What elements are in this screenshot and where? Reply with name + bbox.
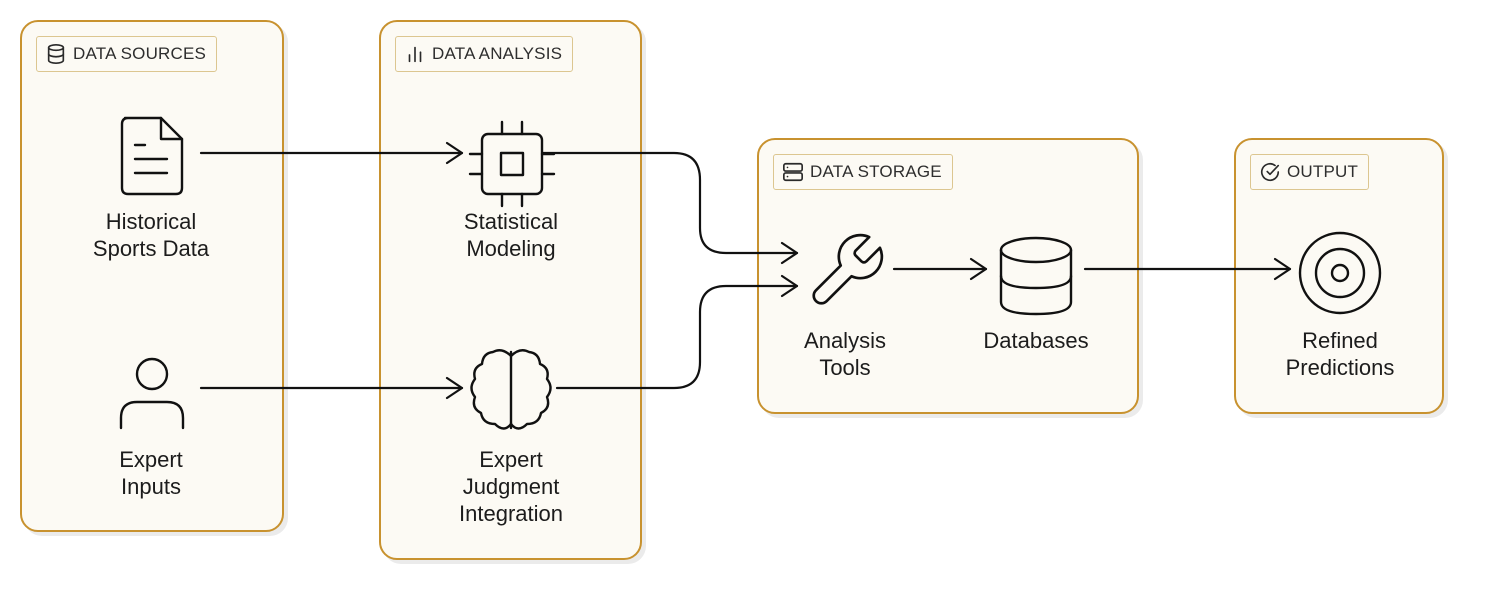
brain-icon — [470, 349, 552, 430]
group-badge-data-sources: DATA SOURCES — [36, 36, 218, 72]
node-label-databases: Databases — [983, 328, 1089, 353]
node-label-expert-judgment-integration: Expert Judgment Integration — [459, 447, 563, 526]
node-label-expert-inputs: Expert Inputs — [119, 447, 183, 499]
node-label-analysis-tools: Analysis Tools — [804, 328, 886, 380]
server-icon — [783, 162, 803, 182]
group-title-data-storage: DATA STORAGE — [810, 162, 942, 181]
bar-chart-icon — [408, 46, 422, 63]
edge-databases-to-predictions — [1083, 257, 1292, 281]
group-title-data-analysis: DATA ANALYSIS — [432, 44, 563, 63]
file-text-icon — [120, 116, 184, 196]
group-title-data-sources: DATA SOURCES — [73, 44, 207, 63]
wrench-icon — [812, 233, 884, 305]
group-output: OUTPUT — [1234, 138, 1444, 414]
edge-judgment-to-tools — [555, 274, 799, 390]
database-icon — [47, 44, 65, 64]
cpu-icon — [468, 120, 556, 208]
user-icon — [119, 357, 185, 430]
group-data-sources: DATA SOURCES — [20, 20, 284, 532]
node-label-historical-sports-data: Historical Sports Data — [92, 209, 210, 261]
check-circle-icon — [1260, 162, 1280, 182]
group-data-storage: DATA STORAGE — [757, 138, 1139, 414]
node-label-statistical-modeling: Statistical Modeling — [463, 209, 559, 261]
group-data-analysis: DATA ANALYSIS — [379, 20, 642, 560]
edge-historical-to-statistical — [199, 141, 464, 165]
group-title-output: OUTPUT — [1287, 162, 1359, 181]
node-label-refined-predictions: Refined Predictions — [1285, 328, 1395, 380]
group-badge-data-analysis: DATA ANALYSIS — [395, 36, 574, 72]
edge-expert-inputs-to-judgment — [199, 376, 464, 400]
group-badge-data-storage: DATA STORAGE — [773, 154, 953, 190]
edge-statistical-to-tools — [541, 151, 799, 265]
database-icon — [999, 236, 1073, 316]
edge-tools-to-databases — [892, 257, 988, 281]
group-badge-output: OUTPUT — [1250, 154, 1370, 190]
target-icon — [1298, 231, 1382, 315]
